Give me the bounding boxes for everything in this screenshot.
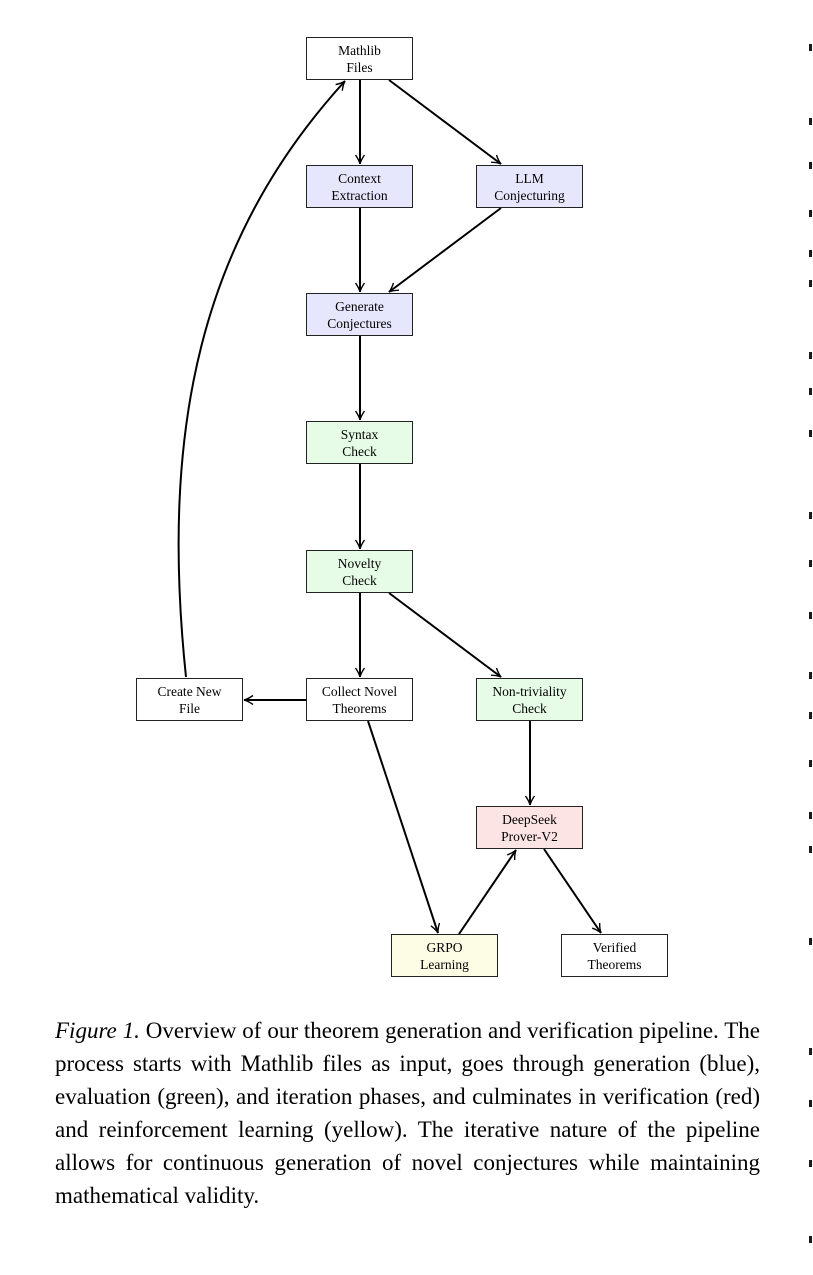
node-syntax-check-line-2: Check	[342, 443, 377, 459]
node-create-new-file: Create New File	[136, 678, 243, 721]
clipped-column-edge	[809, 0, 813, 1275]
node-create-new-file-line-1: Create New	[157, 683, 222, 699]
node-novelty-check-line-1: Novelty	[337, 555, 382, 571]
node-mathlib-files: Mathlib Files	[306, 37, 413, 80]
node-llm-conjecturing-line-2: Conjecturing	[494, 187, 565, 203]
node-context-extraction-line-2: Extraction	[331, 187, 388, 203]
node-llm-conjecturing-line-1: LLM	[515, 170, 544, 186]
node-deepseek-prover: DeepSeek Prover-V2	[476, 806, 583, 849]
diagram-edges	[177, 79, 602, 935]
node-grpo-learning-line-2: Learning	[420, 956, 469, 972]
figure-caption-label: Figure 1.	[55, 1018, 140, 1043]
edge-mathlib-to-llm	[388, 79, 502, 165]
node-novelty-check: Novelty Check	[306, 550, 413, 593]
node-non-triviality-check-line-1: Non-triviality	[492, 683, 567, 699]
node-context-extraction: Context Extraction	[306, 165, 413, 208]
node-context-extraction-line-1: Context	[338, 170, 381, 186]
node-generate-conjectures-line-2: Conjectures	[327, 315, 392, 331]
node-syntax-check: Syntax Check	[306, 421, 413, 464]
node-verified-theorems: Verified Theorems	[561, 934, 668, 977]
edge-collect-to-grpo	[367, 720, 441, 934]
node-collect-novel-theorems: Collect Novel Theorems	[306, 678, 413, 721]
edge-createfile-to-mathlib	[177, 80, 346, 678]
node-verified-theorems-line-1: Verified	[592, 939, 637, 955]
node-mathlib-files-line-2: Files	[346, 59, 373, 75]
node-novelty-check-line-2: Check	[342, 572, 377, 588]
figure-caption: Figure 1. Overview of our theorem genera…	[55, 1014, 760, 1212]
edge-novelty-to-nontriviality	[388, 592, 502, 678]
edge-grpo-to-deepseek	[458, 849, 517, 935]
edge-llm-to-generate	[388, 207, 502, 293]
edge-deepseek-to-verified	[543, 848, 602, 934]
node-create-new-file-line-2: File	[178, 700, 200, 716]
node-non-triviality-check-line-2: Check	[512, 700, 547, 716]
node-grpo-learning: GRPO Learning	[391, 934, 498, 977]
node-generate-conjectures: Generate Conjectures	[306, 293, 413, 336]
node-verified-theorems-line-2: Theorems	[587, 956, 642, 972]
figure-caption-text: Overview of our theorem generation and v…	[55, 1018, 761, 1208]
node-deepseek-prover-line-1: DeepSeek	[502, 811, 557, 827]
node-non-triviality-check: Non-triviality Check	[476, 678, 583, 721]
node-deepseek-prover-line-2: Prover-V2	[501, 828, 558, 844]
node-collect-novel-theorems-line-1: Collect Novel	[321, 683, 398, 699]
node-generate-conjectures-line-1: Generate	[335, 298, 384, 314]
node-syntax-check-line-1: Syntax	[340, 426, 379, 442]
node-collect-novel-theorems-line-2: Theorems	[332, 700, 387, 716]
node-grpo-learning-line-1: GRPO	[426, 939, 463, 955]
node-mathlib-files-line-1: Mathlib	[338, 42, 381, 58]
node-llm-conjecturing: LLM Conjecturing	[476, 165, 583, 208]
